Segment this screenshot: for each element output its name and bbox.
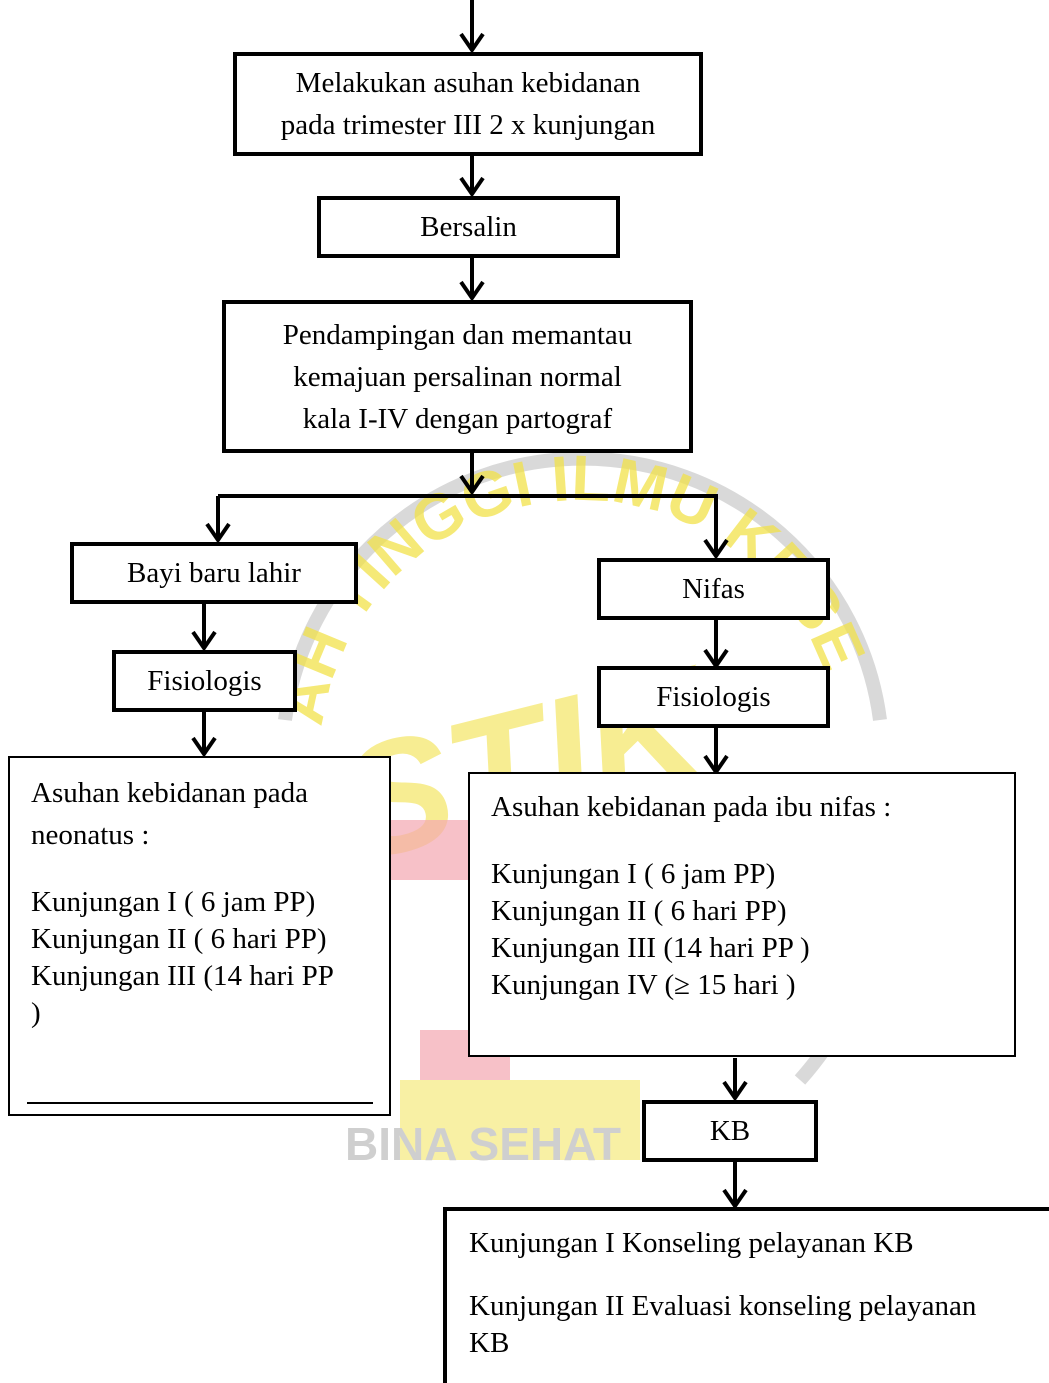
ibu-nifas-visit: Kunjungan II ( 6 hari PP)	[491, 895, 787, 927]
watermark-footer-text: BINA SEHAT	[345, 1118, 621, 1170]
neonatus-title-line: neonatus :	[31, 819, 150, 851]
ibu-nifas-visit: Kunjungan IV (≥ 15 hari )	[491, 969, 796, 1001]
node-label: Bersalin	[420, 211, 517, 243]
neonatus-visit: Kunjungan III (14 hari PP	[31, 960, 334, 992]
node-neonatus: Asuhan kebidanan pada neonatus : Kunjung…	[8, 756, 391, 1116]
neonatus-visit: )	[31, 997, 41, 1029]
node-kb-visits: Kunjungan I Konseling pelayanan KB Kunju…	[443, 1207, 1049, 1383]
node-label: KB	[709, 1115, 751, 1147]
node-asuhan-trimester: Melakukan asuhan kebidanan pada trimeste…	[233, 52, 703, 156]
node-ibu-nifas: Asuhan kebidanan pada ibu nifas : Kunjun…	[468, 772, 1016, 1057]
node-label: Bayi baru lahir	[127, 557, 301, 589]
ibu-nifas-visit: Kunjungan III (14 hari PP )	[491, 932, 810, 964]
node-label: Fisiologis	[656, 681, 771, 713]
node-bayi-baru-lahir: Bayi baru lahir	[70, 542, 358, 604]
neonatus-visit: Kunjungan I ( 6 jam PP)	[31, 886, 316, 918]
node-bersalin: Bersalin	[317, 196, 620, 258]
node-fisiologis-nifas: Fisiologis	[597, 666, 830, 728]
kb-visit: Kunjungan II Evaluasi konseling pelayana…	[469, 1290, 977, 1322]
ibu-nifas-visit: Kunjungan I ( 6 jam PP)	[491, 858, 776, 890]
watermark-yellow-field	[400, 1080, 640, 1160]
node-text-line: kemajuan persalinan normal	[293, 360, 622, 393]
node-nifas: Nifas	[597, 558, 830, 620]
node-label: Nifas	[682, 573, 745, 605]
node-label: Fisiologis	[147, 665, 262, 697]
node-text-line: kala I-IV dengan partograf	[302, 402, 613, 435]
neonatus-divider	[27, 1102, 373, 1104]
kb-visit: KB	[469, 1327, 510, 1359]
node-text-line: Pendampingan dan memantau	[282, 318, 633, 351]
node-kb: KB	[642, 1100, 818, 1162]
node-pendampingan: Pendampingan dan memantau kemajuan persa…	[222, 300, 693, 453]
kb-visit: Kunjungan I Konseling pelayanan KB	[469, 1227, 914, 1259]
neonatus-title-line: Asuhan kebidanan pada	[31, 777, 309, 809]
neonatus-visit: Kunjungan II ( 6 hari PP)	[31, 923, 327, 955]
node-text-line: pada trimester III 2 x kunjungan	[280, 109, 656, 141]
node-fisiologis-bayi: Fisiologis	[112, 650, 297, 712]
node-text-line: Melakukan asuhan kebidanan	[295, 67, 641, 99]
ibu-nifas-title: Asuhan kebidanan pada ibu nifas :	[491, 791, 892, 823]
